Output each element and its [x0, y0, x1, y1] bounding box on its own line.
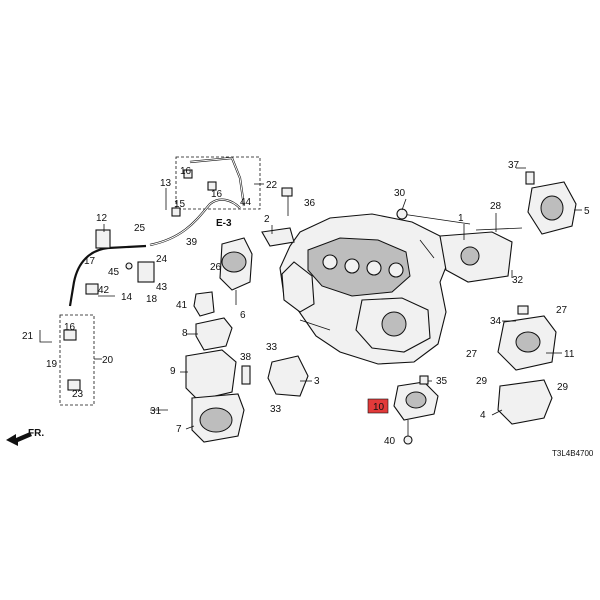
callout-32: 32: [512, 275, 524, 286]
callout-2: 2: [264, 214, 270, 225]
callout-25: 25: [134, 223, 146, 234]
callout-44: 44: [240, 197, 252, 208]
callout-17: 17: [84, 256, 96, 267]
callout-26: 26: [210, 262, 222, 273]
callout-12: 12: [96, 213, 108, 224]
callout-29a: 29: [476, 376, 488, 387]
callout-4: 4: [480, 410, 486, 421]
callout-30: 30: [394, 188, 406, 199]
callout-15: 15: [174, 199, 186, 210]
callout-16c: 16: [64, 322, 76, 333]
callout-24: 24: [156, 254, 168, 265]
callout-43: 43: [156, 282, 168, 293]
callout-7: 7: [176, 424, 182, 435]
section-ref-label: E-3: [216, 218, 232, 229]
callout-11: 11: [564, 349, 575, 360]
engine-assembly: [279, 213, 449, 365]
callout-14: 14: [121, 292, 133, 303]
callout-22: 22: [266, 180, 278, 191]
callout-33b: 33: [270, 404, 282, 415]
callout-39: 39: [186, 237, 198, 248]
callout-21: 21: [22, 331, 34, 342]
callout-20: 20: [102, 355, 114, 366]
callout-23: 23: [72, 389, 84, 400]
callout-33a: 33: [266, 342, 278, 353]
callout-36: 36: [304, 198, 316, 209]
callout-leaders: [94, 167, 582, 430]
callout-10: 10: [373, 402, 385, 413]
right-mount-cluster: [396, 171, 577, 425]
callout-3: 3: [314, 376, 320, 387]
callout-6: 6: [240, 310, 246, 321]
callout-41: 41: [176, 300, 188, 311]
callout-29b: 29: [557, 382, 569, 393]
callout-35: 35: [436, 376, 448, 387]
callout-45: 45: [108, 267, 120, 278]
callout-42: 42: [98, 285, 110, 296]
callout-28: 28: [490, 201, 502, 212]
front-label: FR.: [28, 428, 44, 439]
callout-18: 18: [146, 294, 158, 305]
callout-38: 38: [240, 352, 252, 363]
callout-34: 34: [490, 316, 502, 327]
callout-9: 9: [170, 366, 176, 377]
solenoid-frame: [39, 314, 95, 406]
callout-5: 5: [584, 206, 590, 217]
front-direction-arrow: FR.: [6, 428, 44, 446]
callout-40: 40: [384, 436, 396, 447]
callout-27a: 27: [556, 305, 568, 316]
side-mount-cluster: [185, 187, 309, 443]
callout-labels: 1 2 3 4 5 6 7 8 9 10 11 12 13 14 15 16 1…: [22, 160, 594, 458]
callout-19: 19: [46, 359, 58, 370]
callout-27b: 27: [466, 349, 478, 360]
highlighted-mount-10: [367, 375, 439, 445]
callout-16a: 16: [180, 166, 192, 177]
vacuum-hose: [68, 198, 241, 307]
callout-37: 37: [508, 160, 520, 171]
callout-13: 13: [160, 178, 172, 189]
callout-16b: 16: [211, 189, 223, 200]
highlight-marker: [367, 398, 389, 414]
callout-1: 1: [458, 213, 464, 224]
diagram-code: T3L4B4700: [552, 449, 594, 458]
callout-31: 31: [150, 406, 162, 417]
callout-8: 8: [182, 328, 188, 339]
hose-box-frame: [175, 156, 261, 210]
sensor-group: [85, 261, 155, 295]
